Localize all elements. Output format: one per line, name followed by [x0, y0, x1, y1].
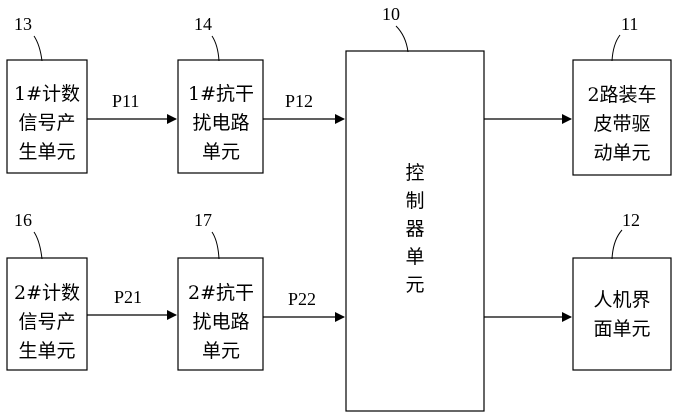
block-12-hmi-unit: 人机界 面单元	[573, 258, 671, 370]
block-14-line-1: 1#抗干	[188, 83, 254, 105]
block-11-line-3: 动单元	[593, 142, 650, 164]
block-10-char-4: 单	[405, 246, 424, 268]
block-13-counting-signal-unit-1: 1#计数 信号产 生单元	[7, 60, 87, 173]
leader-11	[612, 35, 620, 61]
block-10-char-1: 控	[405, 162, 424, 184]
leader-12	[612, 230, 622, 259]
block-13-line-3: 生单元	[18, 141, 75, 163]
block-17-anti-interference-unit-2: 2#抗干 扰电路 单元	[178, 258, 263, 370]
signal-label-p11: P11	[112, 91, 139, 111]
block-10-char-3: 器	[405, 218, 424, 240]
leader-14	[212, 36, 219, 61]
block-14-anti-interference-unit-1: 1#抗干 扰电路 单元	[178, 60, 263, 173]
block-14-line-3: 单元	[202, 141, 240, 163]
signal-label-p21: P21	[114, 287, 142, 307]
block-16-line-2: 信号产	[18, 311, 75, 333]
ref-label-16: 16	[14, 210, 32, 230]
block-13-line-1: 1#计数	[14, 83, 80, 105]
signal-label-p12: P12	[285, 91, 313, 111]
block-12-box	[573, 258, 671, 370]
leader-17	[212, 232, 219, 259]
ref-label-17: 17	[194, 210, 212, 230]
block-13-line-2: 信号产	[18, 112, 75, 134]
ref-label-11: 11	[621, 14, 638, 34]
block-12-line-1: 人机界	[593, 289, 650, 311]
block-11-line-1: 2路装车	[587, 84, 656, 106]
ref-label-12: 12	[622, 210, 640, 230]
block-11-belt-drive-unit: 2路装车 皮带驱 动单元	[573, 60, 671, 175]
block-10-controller-unit: 控 制 器 单 元	[346, 51, 484, 411]
block-10-char-5: 元	[405, 274, 424, 296]
leader-16	[34, 232, 42, 259]
block-17-line-3: 单元	[202, 340, 240, 362]
block-17-line-1: 2#抗干	[188, 282, 254, 304]
block-11-line-2: 皮带驱	[593, 113, 650, 135]
block-16-line-3: 生单元	[18, 340, 75, 362]
block-14-line-2: 扰电路	[192, 112, 249, 134]
leader-10	[396, 26, 408, 52]
ref-label-13: 13	[14, 14, 32, 34]
ref-label-10: 10	[382, 4, 400, 24]
block-16-counting-signal-unit-2: 2#计数 信号产 生单元	[7, 258, 87, 370]
block-10-char-2: 制	[405, 190, 424, 212]
block-12-line-2: 面单元	[593, 318, 650, 340]
block-17-line-2: 扰电路	[192, 311, 249, 333]
ref-label-14: 14	[194, 14, 212, 34]
leader-13	[34, 36, 42, 61]
block-16-line-1: 2#计数	[14, 282, 80, 304]
signal-label-p22: P22	[288, 289, 316, 309]
